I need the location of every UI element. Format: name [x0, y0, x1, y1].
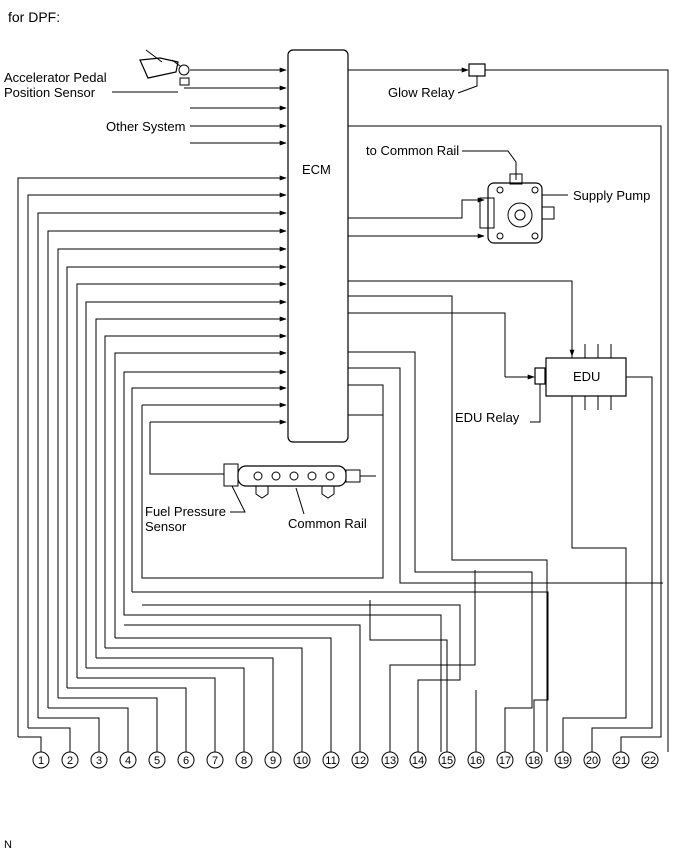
connector-3: 3: [90, 751, 108, 769]
fuel-sensor-label-2: Sensor: [145, 519, 187, 534]
svg-text:7: 7: [212, 755, 218, 767]
diagram-header: for DPF:: [8, 9, 60, 25]
other-system-label: Other System: [106, 119, 185, 134]
svg-text:14: 14: [412, 755, 424, 767]
connector-12: 12: [351, 751, 369, 769]
connector-20: 20: [583, 751, 601, 769]
connector-17: 17: [496, 751, 514, 769]
connector-7: 7: [206, 751, 224, 769]
svg-text:17: 17: [499, 755, 511, 767]
connector-19: 19: [554, 751, 572, 769]
edu-relay-label: EDU Relay: [455, 410, 520, 425]
svg-text:13: 13: [384, 755, 396, 767]
svg-text:18: 18: [528, 755, 540, 767]
connector-6: 6: [177, 751, 195, 769]
connector-4: 4: [119, 751, 137, 769]
accelerator-pedal-icon: [139, 49, 190, 86]
accel-sensor-label-2: Position Sensor: [4, 85, 96, 100]
connector-18: 18: [525, 751, 543, 769]
svg-text:15: 15: [441, 755, 453, 767]
svg-text:10: 10: [296, 755, 308, 767]
svg-text:19: 19: [557, 755, 569, 767]
svg-text:2: 2: [67, 755, 73, 767]
connector-5: 5: [148, 751, 166, 769]
edu-label: EDU: [573, 369, 600, 384]
svg-text:11: 11: [325, 755, 336, 767]
connector-22: 22: [641, 751, 659, 769]
svg-text:21: 21: [615, 755, 627, 767]
svg-text:22: 22: [644, 755, 656, 767]
edu-relay-box: [534, 367, 546, 385]
common-rail-label: Common Rail: [288, 516, 367, 531]
connector-2: 2: [61, 751, 79, 769]
edu-block: [545, 357, 627, 397]
svg-text:3: 3: [96, 755, 102, 767]
ecm-block: [287, 49, 349, 443]
ecm-label: ECM: [302, 162, 331, 177]
svg-text:5: 5: [154, 755, 160, 767]
glow-relay-box: [468, 63, 486, 77]
svg-text:20: 20: [586, 755, 598, 767]
connector-10: 10: [293, 751, 311, 769]
connector-13: 13: [381, 751, 399, 769]
connector-15: 15: [438, 751, 456, 769]
accel-sensor-label-1: Accelerator Pedal: [4, 70, 107, 85]
glow-relay-label: Glow Relay: [388, 85, 455, 100]
svg-text:6: 6: [183, 755, 189, 767]
to-common-rail-label: to Common Rail: [366, 143, 459, 158]
footer-mark: N: [4, 839, 12, 851]
svg-text:1: 1: [38, 755, 44, 767]
supply-pump-drawing: [479, 173, 555, 244]
fuel-sensor-label-1: Fuel Pressure: [145, 504, 226, 519]
common-rail-drawing: [223, 463, 376, 499]
supply-pump-label: Supply Pump: [573, 188, 650, 203]
svg-text:12: 12: [354, 755, 366, 767]
connector-16: 16: [467, 751, 485, 769]
connector-1: 1: [32, 751, 50, 769]
connector-14: 14: [409, 751, 427, 769]
connector-8: 8: [235, 751, 253, 769]
svg-text:4: 4: [125, 755, 131, 767]
connector-21: 21: [612, 751, 630, 769]
connector-11: 11: [322, 751, 340, 769]
connector-9: 9: [264, 751, 282, 769]
svg-text:9: 9: [270, 755, 276, 767]
svg-text:8: 8: [241, 755, 247, 767]
svg-text:16: 16: [470, 755, 482, 767]
